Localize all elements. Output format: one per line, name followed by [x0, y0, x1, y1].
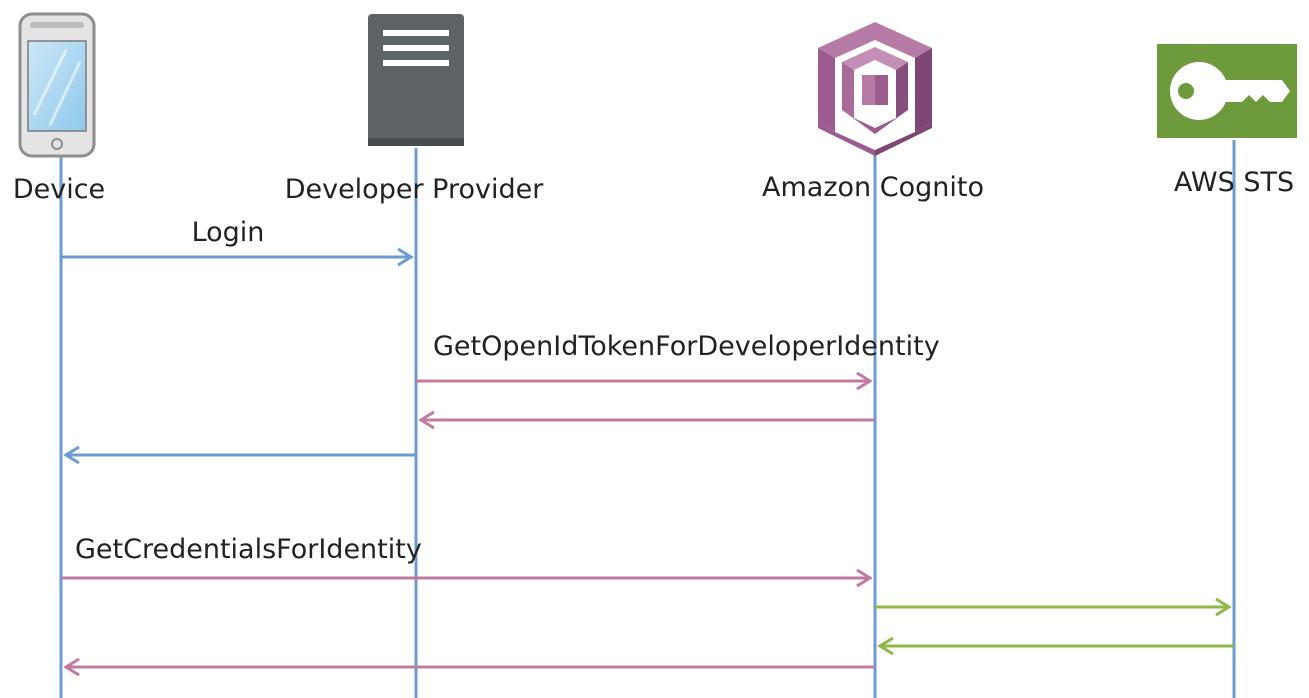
- message-cognito-to-device: [63, 657, 875, 677]
- message-return-open-id-token: [418, 410, 875, 430]
- message-sts-to-cognito: [877, 636, 1234, 656]
- actor-label-device: Device: [13, 174, 105, 205]
- actor-label-aws-sts: AWS STS: [1174, 167, 1294, 198]
- message-label-get-open-id-token: GetOpenIdTokenForDeveloperIdentity: [433, 331, 940, 362]
- message-get-credentials: GetCredentialsForIdentity: [61, 534, 873, 588]
- cognito-logo-icon: [818, 22, 932, 156]
- actor-label-amazon-cognito: Amazon Cognito: [762, 172, 984, 203]
- messages: Login GetOpenIdTokenForDeveloperIdentity…: [61, 217, 1234, 677]
- message-label-login: Login: [192, 217, 265, 248]
- lifelines: [59, 140, 1236, 698]
- smartphone-icon: [18, 12, 96, 158]
- server-icon: [368, 14, 464, 146]
- message-get-open-id-token: GetOpenIdTokenForDeveloperIdentity: [416, 331, 940, 391]
- message-cognito-to-sts: [875, 597, 1232, 617]
- message-label-get-credentials: GetCredentialsForIdentity: [75, 534, 422, 565]
- actor-label-developer-provider: Developer Provider: [285, 174, 545, 205]
- key-icon: [1157, 44, 1297, 138]
- actor-labels: Device Developer Provider Amazon Cognito…: [13, 167, 1294, 205]
- message-login: Login: [61, 217, 414, 267]
- message-return-to-device: [63, 445, 416, 465]
